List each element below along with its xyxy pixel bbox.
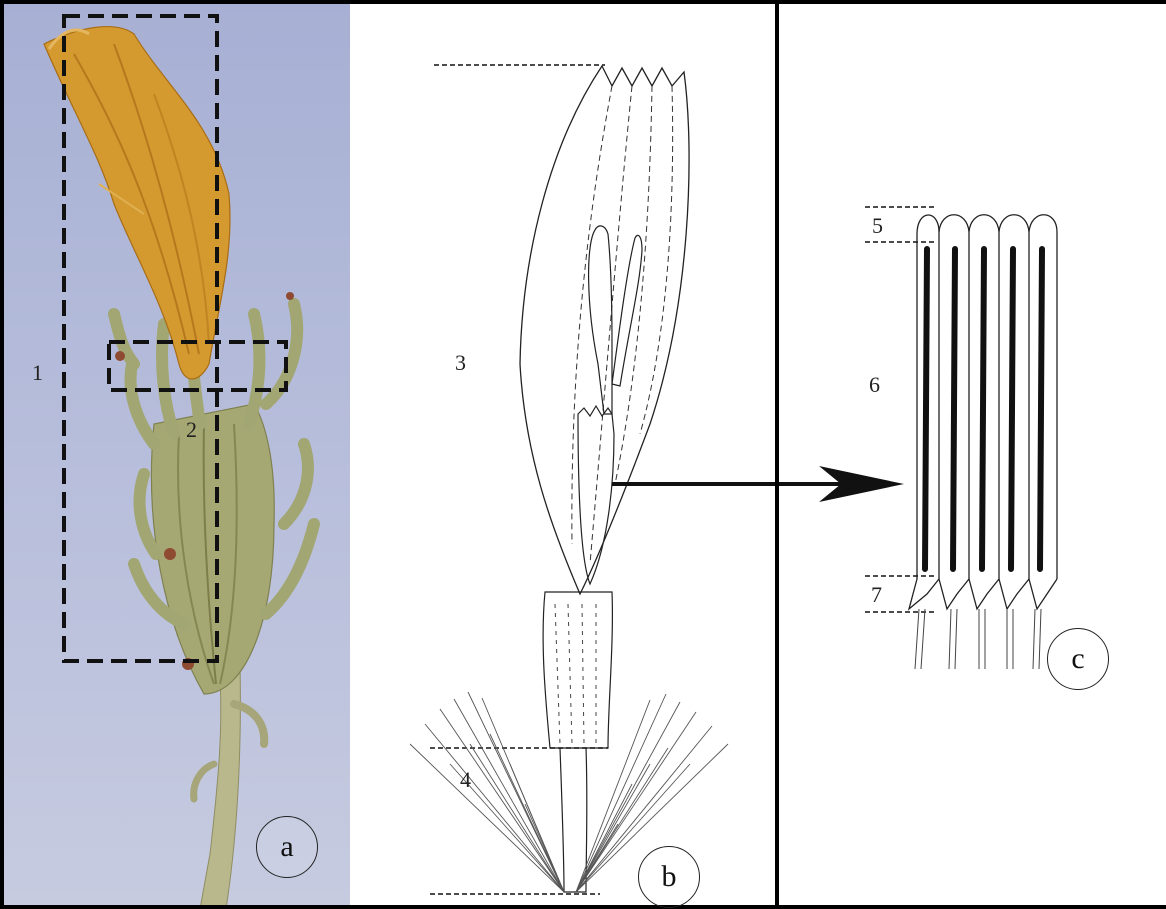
panel-b-drawing: 3 4 b [350,4,775,905]
label-4: 4 [460,767,471,793]
label-2: 2 [186,417,197,443]
label-7: 7 [871,582,882,608]
panel-a-circle-label: a [256,816,318,878]
label-1: 1 [32,360,43,386]
panel-c-circle-label: c [1047,628,1109,690]
label-6: 6 [869,372,880,398]
anther-tube-drawing [779,4,1166,909]
panel-a-photo: 1 2 a [4,4,350,905]
floret-line-drawing [350,4,775,909]
floret-photo-illustration [4,4,350,905]
label-5: 5 [872,213,883,239]
panel-b-circle-label: b [638,846,700,908]
panel-c-anther-detail: 5 6 7 c [775,4,1166,905]
label-3: 3 [455,350,466,376]
